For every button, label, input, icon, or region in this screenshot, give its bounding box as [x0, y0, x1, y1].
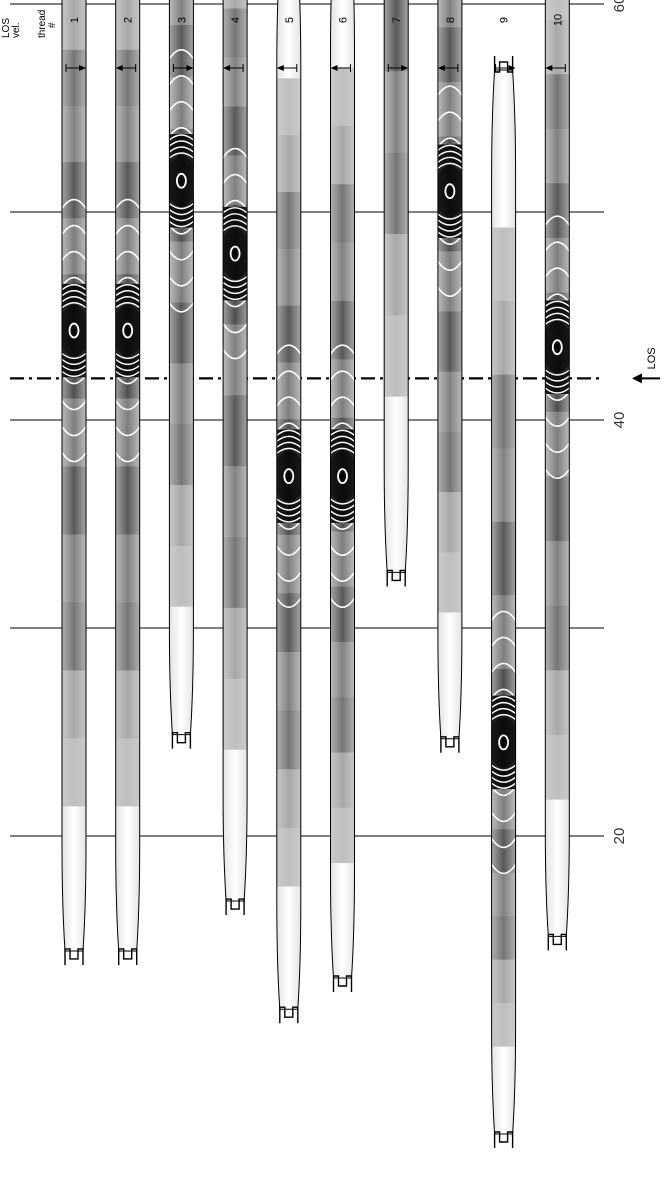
- velocity-arrow-3: [172, 64, 194, 72]
- los-axis-label: LOS: [646, 347, 658, 369]
- velocity-arrow-2: [115, 64, 137, 72]
- velocity-arrow-6: [330, 64, 351, 72]
- velocity-arrow-8: [437, 64, 459, 72]
- thread-label: thread: [37, 10, 48, 38]
- thread-5: [276, 0, 302, 1024]
- los-arrow: [632, 373, 660, 384]
- thread-number-3: 3: [176, 17, 188, 23]
- tick-label-20: 20: [611, 828, 628, 845]
- thread-number-2: 2: [123, 17, 135, 23]
- threads: [61, 0, 570, 1148]
- thread-9: [491, 56, 517, 1148]
- velocity-arrow-9: [495, 64, 516, 72]
- velocity-arrow-1: [65, 64, 86, 72]
- tick-label-40: 40: [611, 412, 628, 429]
- thread-3: [168, 0, 194, 749]
- thread-hash-label: #: [47, 22, 58, 28]
- thread-number-8: 8: [445, 17, 457, 23]
- thread-number-10: 10: [552, 14, 564, 26]
- header-row: 1 2 3 4 5 6 7 8 9 10: [65, 14, 566, 72]
- thread-10: [544, 0, 570, 951]
- thread-number-5: 5: [284, 17, 296, 23]
- thread-4: [222, 0, 248, 916]
- velocity-arrow-10: [545, 64, 566, 72]
- tick-label-60: 60: [611, 0, 628, 12]
- thread-number-9: 9: [499, 17, 511, 23]
- thread-7: [383, 0, 409, 587]
- velocity-arrow-7: [387, 64, 409, 72]
- thread-6: [330, 0, 355, 992]
- thread-8: [437, 0, 463, 753]
- los-label: LOS: [1, 18, 12, 38]
- velocity-arrow-5: [276, 64, 298, 72]
- vel-label: vel.: [11, 22, 22, 38]
- thread-1: [61, 0, 87, 965]
- velocity-arrow-4: [223, 64, 244, 72]
- thread-2: [115, 0, 141, 965]
- thread-number-4: 4: [230, 17, 242, 23]
- thread-number-6: 6: [338, 17, 350, 23]
- thread-number-7: 7: [391, 17, 403, 23]
- thread-number-1: 1: [69, 17, 81, 23]
